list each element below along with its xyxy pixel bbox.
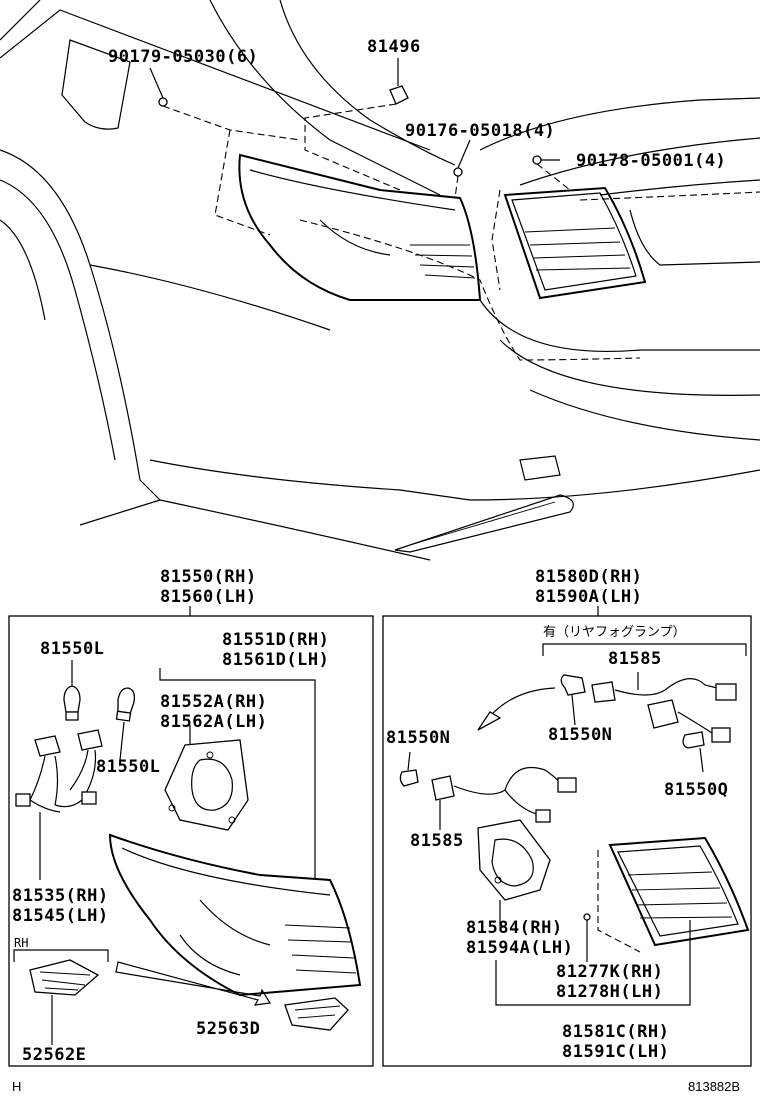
fasteners-and-leaders xyxy=(149,58,571,199)
vehicle-inner-tail-lamp xyxy=(491,186,647,300)
right-assembly-parts xyxy=(399,643,750,1006)
label-81562a-lh: 81562A(LH) xyxy=(160,712,268,732)
label-90179-05030: 90179-05030(6) xyxy=(108,47,259,67)
label-52562e: 52562E xyxy=(22,1045,87,1065)
label-81277k-rh: 81277K(RH) xyxy=(556,962,664,982)
label-52563d: 52563D xyxy=(196,1019,261,1039)
label-81550n-a: 81550N xyxy=(386,728,451,748)
label-81550-rh: 81550(RH) xyxy=(160,567,257,587)
label-81581c-rh: 81581C(RH) xyxy=(562,1022,670,1042)
label-81580d-rh: 81580D(RH) xyxy=(535,567,643,587)
label-81535-rh: 81535(RH) xyxy=(12,886,109,906)
label-81545-lh: 81545(LH) xyxy=(12,906,109,926)
footer-diagram-id: 813882B xyxy=(688,1079,741,1094)
label-81550n-b: 81550N xyxy=(548,725,613,745)
label-81584-rh: 81584(RH) xyxy=(466,918,563,938)
label-81496: 81496 xyxy=(367,37,421,57)
right-assembly-box xyxy=(382,615,752,1067)
label-81585-b: 81585 xyxy=(410,831,464,851)
label-81594a-lh: 81594A(LH) xyxy=(466,938,574,958)
label-81585-a: 81585 xyxy=(608,649,662,669)
label-81591c-lh: 81591C(LH) xyxy=(562,1042,670,1062)
label-rear-fog-note: 有（リヤフォグランプ） xyxy=(543,625,686,640)
label-rh-tag: RH xyxy=(14,936,29,950)
vehicle-body-outline xyxy=(0,0,760,561)
footer-left-code: H xyxy=(12,1079,22,1094)
left-assembly-box xyxy=(8,615,374,1067)
label-81560-lh: 81560(LH) xyxy=(160,587,257,607)
label-81278h-lh: 81278H(LH) xyxy=(556,982,664,1002)
label-90176-05018: 90176-05018(4) xyxy=(405,121,556,141)
vehicle-outer-tail-lamp xyxy=(214,129,482,301)
label-90178-05001: 90178-05001(4) xyxy=(576,151,727,171)
label-81551d-rh: 81551D(RH) xyxy=(222,630,330,650)
label-81561d-lh: 81561D(LH) xyxy=(222,650,330,670)
label-81550l-a: 81550L xyxy=(40,639,105,659)
label-81550l-b: 81550L xyxy=(96,757,161,777)
label-81552a-rh: 81552A(RH) xyxy=(160,692,268,712)
left-assembly-parts xyxy=(13,660,362,1045)
label-81550q: 81550Q xyxy=(664,780,729,800)
label-81590a-lh: 81590A(LH) xyxy=(535,587,643,607)
